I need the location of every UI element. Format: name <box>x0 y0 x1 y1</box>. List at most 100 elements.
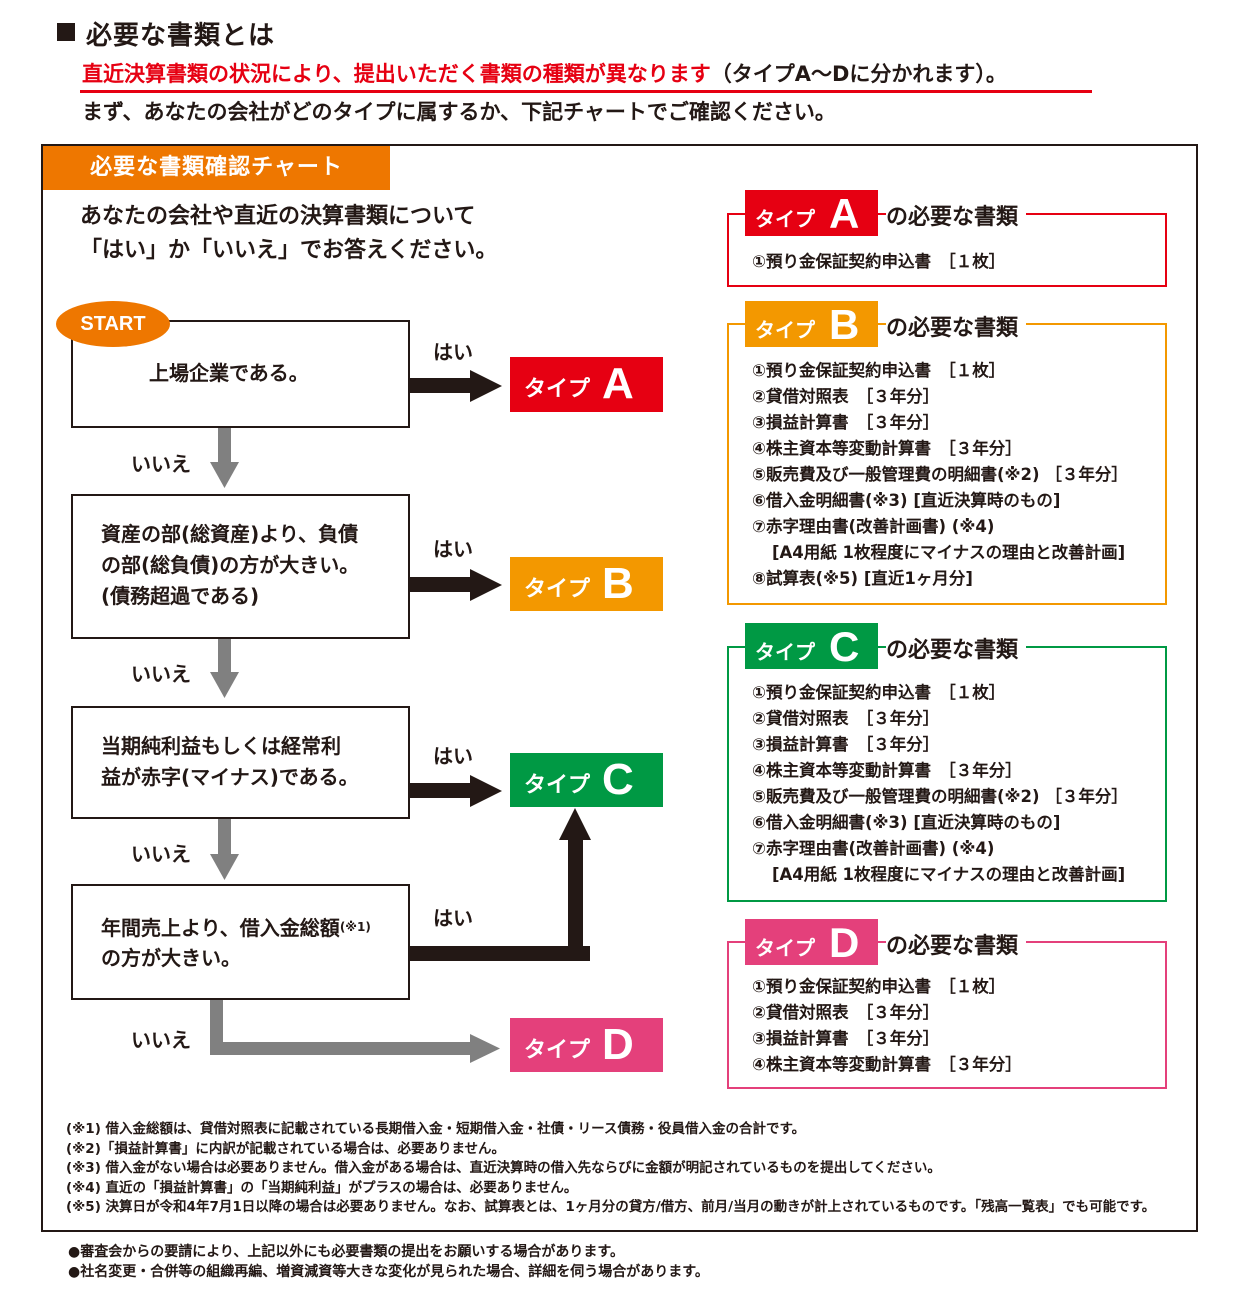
panel-b-item: ⑥借入金明細書(※3) [直近決算時のもの] <box>752 491 1061 510</box>
no-label-2: いいえ <box>131 662 191 686</box>
panel-a-item: ①預り金保証契約申込書 ［１枚］ <box>752 252 1006 271</box>
chart-instruction: あなたの会社や直近の決算書類について 「はい」か「いいえ」でお答えください。 <box>80 200 497 268</box>
question-3-line-2: 益が赤字(マイナス)である。 <box>101 765 359 789</box>
panel-b-item: ③損益計算書 ［３年分］ <box>752 413 940 432</box>
no-arrow-4-horizontal <box>210 1042 472 1055</box>
result-b-label: タイプ <box>524 577 591 602</box>
no-label-4: いいえ <box>131 1028 191 1052</box>
panel-c-item: ⑦赤字理由書(改善計画書) (※4) <box>752 839 995 858</box>
panel-b-list: ①預り金保証契約申込書 ［１枚］ ②貸借対照表 ［３年分］ ③損益計算書 ［３年… <box>752 358 1128 592</box>
panel-b-tag: タイプ B <box>745 301 878 348</box>
panel-type-b <box>727 323 1167 605</box>
yes-label-3: はい <box>433 744 473 768</box>
panel-d-item: ①預り金保証契約申込書 ［１枚］ <box>752 977 1006 996</box>
result-b-letter: B <box>602 559 634 608</box>
intro-text: まず、あなたの会社がどのタイプに属するか、下記チャートでご確認ください。 <box>82 100 836 124</box>
question-box-3: 当期純利益もしくは経常利 益が赤字(マイナス)である。 <box>71 706 410 819</box>
panel-b-item: ②貸借対照表 ［３年分］ <box>752 387 940 406</box>
result-d-label: タイプ <box>524 1038 591 1063</box>
panel-c-item: [A4用紙 1枚程度にマイナスの理由と改善計画] <box>772 865 1126 884</box>
chart-tab-title: 必要な書類確認チャート <box>43 146 390 190</box>
question-4-line-1-text: 年間売上より、借入金総額 <box>101 916 340 940</box>
question-2-line-3: (債務超過である) <box>101 584 260 608</box>
panel-b-tag-text: タイプ <box>755 318 815 342</box>
no-label-3: いいえ <box>131 842 191 866</box>
result-c-label: タイプ <box>524 773 591 798</box>
result-c-letter: C <box>602 755 634 804</box>
yes-arrow-4-horizontal <box>410 946 590 961</box>
yes-arrow-2-shaft <box>410 577 472 592</box>
notice-highlight: 直近決算書類の状況により、提出いただく書類の種類が異なります <box>82 62 711 86</box>
panel-d-tag-text: タイプ <box>755 936 815 960</box>
panel-a-list: ①預り金保証契約申込書 ［１枚］ <box>752 249 1005 275</box>
yes-arrow-4-head <box>559 808 591 840</box>
notice-text: 直近決算書類の状況により、提出いただく書類の種類が異なります（タイプA〜Dに分か… <box>82 58 1007 88</box>
footnotes: (※1) 借入金総額は、貸借対照表に記載されている長期借入金・短期借入金・社債・… <box>66 1120 1155 1218</box>
result-type-d: タイプ D <box>510 1018 663 1072</box>
yes-arrow-3-head <box>470 775 502 807</box>
panel-d-tag-letter: D <box>829 919 860 966</box>
no-arrows <box>210 428 500 1063</box>
panel-d-list: ①預り金保証契約申込書 ［１枚］ ②貸借対照表 ［３年分］ ③損益計算書 ［３年… <box>752 974 1022 1078</box>
footnote: (※5) 決算日が令和4年7月1日以降の場合は必要ありません。なお、試算表とは、… <box>66 1199 1156 1215</box>
panel-c-title: の必要な書類 <box>886 632 1027 664</box>
footnote: (※1) 借入金総額は、貸借対照表に記載されている長期借入金・短期借入金・社債・… <box>66 1121 806 1137</box>
start-badge: START <box>56 301 170 347</box>
panel-d-item: ④株主資本等変動計算書 ［３年分］ <box>752 1055 1022 1074</box>
footnote: (※4) 直近の「損益計算書」の「当期純利益」がプラスの場合は、必要ありません。 <box>66 1179 578 1196</box>
panel-b-item: ⑤販売費及び一般管理費の明細書(※2) ［３年分］ <box>752 465 1128 484</box>
panel-c-item: ②貸借対照表 ［３年分］ <box>752 709 940 728</box>
panel-c-item: ①預り金保証契約申込書 ［１枚］ <box>752 683 1006 702</box>
question-3-line-1: 当期純利益もしくは経常利 <box>101 734 341 758</box>
panel-c-tag: タイプ C <box>745 623 878 670</box>
panel-a-title: の必要な書類 <box>886 199 1027 231</box>
yes-arrow-1-shaft <box>410 378 472 393</box>
chart-frame <box>41 144 1198 1232</box>
panel-c-item: ⑥借入金明細書(※3) [直近決算時のもの] <box>752 813 1061 832</box>
yes-label-1: はい <box>433 340 473 364</box>
yes-label-4: はい <box>433 906 473 930</box>
question-box-4: 年間売上より、借入金総額(※1) の方が大きい。 <box>71 884 410 1000</box>
panel-b-item: [A4用紙 1枚程度にマイナスの理由と改善計画] <box>772 543 1126 562</box>
question-4-line-1: 年間売上より、借入金総額(※1) <box>101 912 371 944</box>
no-label-1: いいえ <box>131 452 191 476</box>
panel-b-title: の必要な書類 <box>886 310 1027 342</box>
panel-b-item: ④株主資本等変動計算書 ［３年分］ <box>752 439 1022 458</box>
result-type-b: タイプ B <box>510 557 663 611</box>
bottom-notes: ●審査会からの要請により、上記以外にも必要書類の提出をお願いする場合があります。… <box>68 1242 709 1282</box>
no-arrow-4-vertical <box>210 1000 223 1055</box>
panel-c-list: ①預り金保証契約申込書 ［１枚］ ②貸借対照表 ［３年分］ ③損益計算書 ［３年… <box>752 680 1128 888</box>
panel-d-title: の必要な書類 <box>886 928 1027 960</box>
instruction-line-2: 「はい」か「いいえ」でお答えください。 <box>80 238 498 263</box>
notice-underline <box>80 90 1092 93</box>
panel-c-tag-text: タイプ <box>755 640 815 664</box>
result-d-letter: D <box>602 1020 634 1069</box>
page-title: 必要な書類とは <box>86 21 276 51</box>
result-a-letter: A <box>602 359 634 408</box>
no-arrow-1-shaft <box>218 428 231 464</box>
heading-square-icon <box>57 23 75 41</box>
no-arrow-1-head <box>210 462 239 488</box>
panel-type-c <box>727 646 1167 902</box>
no-arrow-2-shaft <box>218 638 231 674</box>
panel-c-item: ⑤販売費及び一般管理費の明細書(※2) ［３年分］ <box>752 787 1128 806</box>
question-2-line-2: の部(総負債)の方が大きい。 <box>101 553 360 577</box>
panel-c-item: ③損益計算書 ［３年分］ <box>752 735 940 754</box>
panel-d-tag: タイプ D <box>745 919 878 966</box>
yes-arrows <box>410 370 591 961</box>
notice-rest: （タイプA〜Dに分かれます）。 <box>710 62 1007 86</box>
panel-b-item: ⑧試算表(※5) [直近1ヶ月分] <box>752 569 973 588</box>
bottom-note: ●審査会からの要請により、上記以外にも必要書類の提出をお願いする場合があります。 <box>68 1244 624 1260</box>
question-1-text: 上場企業である。 <box>149 361 309 385</box>
no-arrow-3-shaft <box>218 818 231 856</box>
result-type-a: タイプ A <box>510 357 663 412</box>
result-a-label: タイプ <box>524 377 591 402</box>
panel-c-item: ④株主資本等変動計算書 ［３年分］ <box>752 761 1022 780</box>
question-box-2: 資産の部(総資産)より、負債 の部(総負債)の方が大きい。 (債務超過である) <box>71 494 410 639</box>
question-4-line-2: の方が大きい。 <box>101 946 241 970</box>
panel-b-item: ⑦赤字理由書(改善計画書) (※4) <box>752 517 995 536</box>
result-type-c: タイプ C <box>510 753 663 807</box>
footnote: (※2)「損益計算書」に内訳が記載されている場合は、必要ありません。 <box>66 1140 506 1157</box>
panel-a-tag-text: タイプ <box>755 207 815 231</box>
yes-arrow-4-vertical <box>568 838 583 961</box>
